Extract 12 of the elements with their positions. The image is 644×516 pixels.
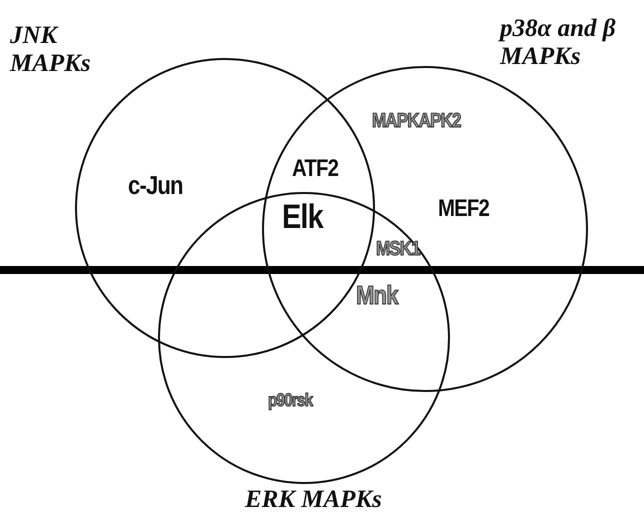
protein-label: MSK1 — [376, 238, 420, 261]
protein-label: MAPKAPK2 — [372, 110, 461, 133]
set-heading: ERK MAPKs — [245, 486, 383, 514]
protein-label: ATF2 — [292, 155, 338, 183]
protein-label: c-Jun — [128, 170, 183, 201]
protein-label: MEF2 — [438, 195, 490, 223]
protein-label: Elk — [282, 198, 323, 237]
set-heading: p38α and β MAPKs — [500, 15, 617, 71]
venn-circle — [262, 66, 588, 392]
protein-label: p90rsk — [268, 390, 312, 411]
protein-label: Mnk — [356, 280, 398, 311]
set-heading: JNK MAPKs — [10, 22, 92, 78]
